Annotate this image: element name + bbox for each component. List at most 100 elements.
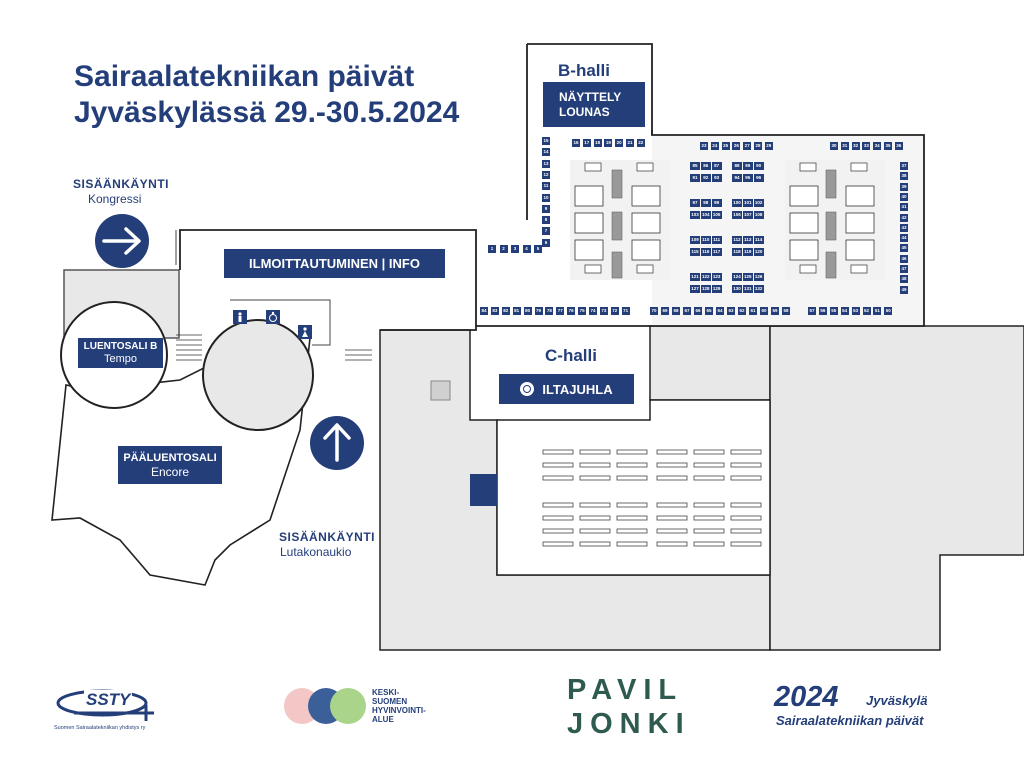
luentosali-b-label: LUENTOSALI B Tempo [78,338,163,368]
booth-89: 89 [742,162,753,170]
banquet-table [730,449,762,455]
event-city: Jyväskylä [866,693,928,708]
booth-57: 57 [808,307,816,315]
ssty-logo: SSTY Suomen Sairaalatekniikan yhdistys r… [54,683,164,733]
banquet-table [616,449,648,455]
banquet-table [579,475,611,481]
banquet-table [579,528,611,534]
exhibit-table [631,239,661,261]
booth-120: 120 [753,248,764,256]
booth-71: 71 [621,307,630,315]
exhibit-table [845,185,875,207]
nayttely-lounas-label: NÄYTTELY LOUNAS [543,82,645,127]
exhibit-table [574,185,604,207]
booth-3: 3 [511,245,519,253]
banquet-table [656,541,688,547]
booth-69: 69 [661,307,669,315]
booth-45: 45 [900,244,908,253]
booth-61: 61 [749,307,757,315]
exhibit-table [631,185,661,207]
booth-112: 112 [732,236,742,244]
booth-114: 114 [753,236,764,244]
booth-31: 31 [840,142,849,150]
dining-icon [520,382,535,396]
exhibit-bench [636,264,654,274]
ilmoittautuminen-label: ILMOITTAUTUMINEN | INFO [224,249,445,278]
booth-13: 13 [542,159,550,168]
booth-25: 25 [721,142,730,150]
booth-34: 34 [873,142,882,150]
booth-123: 123 [711,273,722,281]
booth-97: 97 [690,199,700,207]
booth-33: 33 [862,142,871,150]
lounas-text: LOUNAS [559,104,610,119]
banquet-table [579,502,611,508]
c-hall-area [496,399,771,576]
booth-32: 32 [851,142,860,150]
booth-77: 77 [556,307,565,315]
booth-78: 78 [545,307,554,315]
booth-100: 100 [732,199,742,207]
booth-50: 50 [884,307,893,315]
booth-38: 38 [900,172,908,181]
booth-132: 132 [753,285,764,293]
booth-74: 74 [589,307,597,315]
luentosali-b-text: LUENTOSALI B [83,341,158,352]
booth-109: 109 [690,236,700,244]
banquet-table [693,528,725,534]
iltajuhla-label: ILTAJUHLA [499,374,634,404]
banquet-table [656,449,688,455]
booth-8: 8 [542,216,550,225]
c-hall-pillar [430,380,451,401]
accessible-toilet-icon [266,310,280,324]
booth-93: 93 [711,174,722,182]
booth-117: 117 [711,248,722,256]
booth-82: 82 [501,307,510,315]
banquet-table [542,502,574,508]
booth-58: 58 [782,307,790,315]
booth-125: 125 [742,273,753,281]
booth-7: 7 [542,227,550,236]
booth-103: 103 [690,211,700,219]
banquet-table [693,515,725,521]
booth-119: 119 [742,248,753,256]
keski-line-1: KESKI- [372,688,400,697]
page-title-line2: Jyväskylässä 29.-30.5.2024 [74,96,460,129]
luentosali-b-sub: Tempo [103,353,138,365]
booth-19: 19 [604,139,613,147]
male-toilet-icon [233,310,247,324]
b-hall-outline [179,43,925,327]
c-hall-tables [542,449,762,547]
booth-28: 28 [754,142,762,150]
female-toilet-icon [298,325,312,339]
exhibit-bench [636,162,654,172]
booth-10: 10 [542,193,550,202]
exhibit-table [845,212,875,234]
arrow-right-icon [95,214,149,268]
booth-30: 30 [830,142,838,150]
booth-108: 108 [753,211,764,219]
exhibit-table [789,185,819,207]
banquet-table [656,528,688,534]
banquet-table [616,528,648,534]
booth-41: 41 [900,203,908,212]
booth-14: 14 [542,148,550,157]
booth-91: 91 [690,174,700,182]
paaluentosali-text: PÄÄLUENTOSALI [123,452,217,464]
event-year: 2024 [774,681,839,713]
booth-84: 84 [480,307,488,315]
banquet-table [656,515,688,521]
banquet-table [542,475,574,481]
banquet-table [616,541,648,547]
booth-86: 86 [700,162,711,170]
paaluentosali-label: PÄÄLUENTOSALI Encore [118,446,222,484]
booth-12: 12 [542,170,550,179]
booth-22: 22 [636,139,645,147]
banquet-table [693,475,725,481]
booth-129: 129 [711,285,722,293]
booth-68: 68 [672,307,680,315]
booth-124: 124 [732,273,742,281]
keski-line-4: ALUE [372,715,394,724]
banquet-table [616,502,648,508]
paviljonki-line-2: JONKI [567,708,691,740]
